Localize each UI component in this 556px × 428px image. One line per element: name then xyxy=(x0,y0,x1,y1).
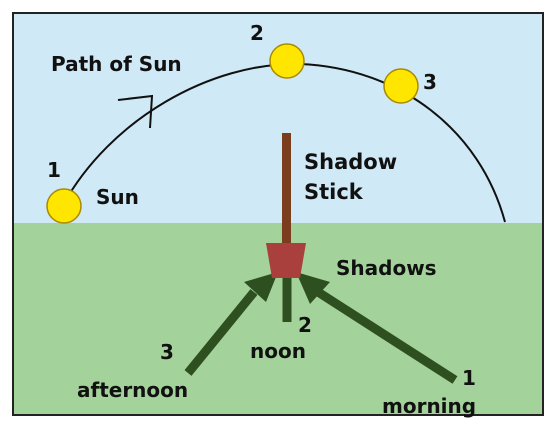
shadow-number-2: 2 xyxy=(298,313,312,337)
sun-label: Sun xyxy=(96,185,139,209)
shadow-afternoon-arrowhead-icon xyxy=(244,272,278,302)
sun-icon xyxy=(46,188,82,224)
sun-number-1: 1 xyxy=(47,158,61,182)
shadow-number-3: 3 xyxy=(160,340,174,364)
shadow-time-morning: morning xyxy=(382,394,476,418)
sun-number-3: 3 xyxy=(423,70,437,94)
shadow-stick-icon xyxy=(282,133,291,245)
shadow-stick-label-line1: Shadow xyxy=(304,150,397,174)
shadows-label: Shadows xyxy=(336,256,437,280)
sun-number-2: 2 xyxy=(250,21,264,45)
sun-icon xyxy=(269,43,305,79)
pot-icon xyxy=(266,243,306,278)
path-of-sun-label: Path of Sun xyxy=(51,52,182,76)
shadow-number-1: 1 xyxy=(462,366,476,390)
shadow-time-noon: noon xyxy=(250,339,306,363)
shadow-afternoon xyxy=(184,289,258,376)
shadows-group xyxy=(184,272,458,384)
shadow-morning-arrowhead-icon xyxy=(296,272,330,304)
sky-area xyxy=(14,14,542,224)
sun-icon xyxy=(383,68,419,104)
shadow-time-afternoon: afternoon xyxy=(77,378,188,402)
sun-path-arrow-icon xyxy=(117,94,154,129)
shadow-morning xyxy=(315,288,458,384)
frame-border xyxy=(12,12,544,416)
shadow-stick-label-line2: Stick xyxy=(304,180,364,204)
